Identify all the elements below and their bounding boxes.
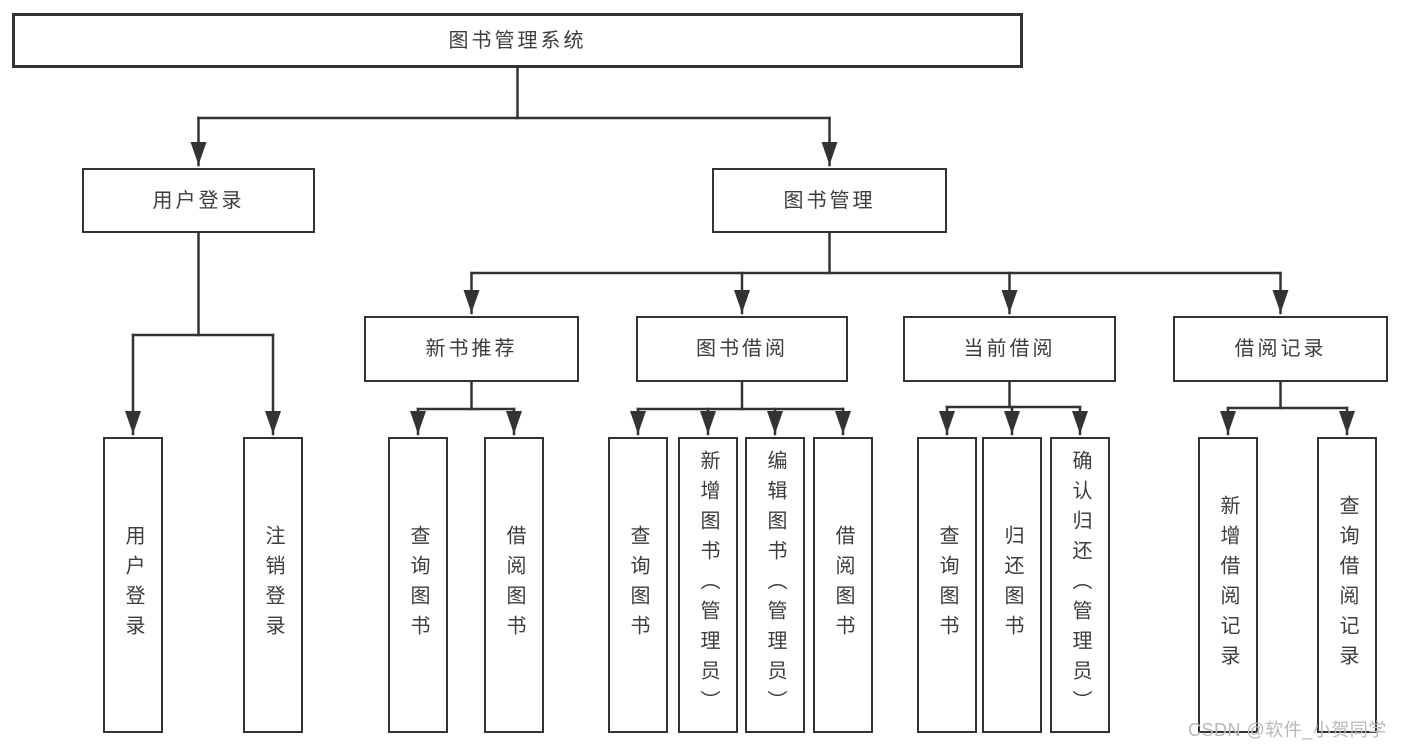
- node-book-borrowing: 图书借阅: [636, 316, 848, 382]
- node-label-leaf-borrow-books-1: 借阅图书: [503, 525, 525, 645]
- node-label-leaf-query-borrow-record: 查询借阅记录: [1336, 495, 1358, 675]
- node-label-leaf-query-books-2: 查询图书: [627, 525, 649, 645]
- node-leaf-query-borrow-record: 查询借阅记录: [1317, 437, 1377, 733]
- node-label-current-borrowing: 当前借阅: [963, 338, 1056, 360]
- node-label-leaf-borrow-books-2: 借阅图书: [832, 525, 854, 645]
- node-label-user-login: 用户登录: [152, 189, 245, 212]
- node-leaf-query-books-1: 查询图书: [388, 437, 448, 733]
- watermark: CSDN @软件_小贺同学: [1188, 720, 1387, 740]
- node-leaf-query-books-2: 查询图书: [608, 437, 668, 733]
- node-label-leaf-logout: 注销登录: [262, 525, 284, 645]
- node-root: 图书管理系统: [12, 13, 1023, 68]
- node-label-book-management: 图书管理: [783, 189, 876, 212]
- node-leaf-edit-book-admin: 编辑图书（管理员）: [745, 437, 805, 733]
- node-leaf-borrow-books-2: 借阅图书: [813, 437, 873, 733]
- node-current-borrowing: 当前借阅: [903, 316, 1116, 382]
- node-leaf-add-borrow-record: 新增借阅记录: [1198, 437, 1258, 733]
- node-leaf-add-book-admin: 新增图书（管理员）: [678, 437, 738, 733]
- node-new-book-recommend: 新书推荐: [364, 316, 579, 382]
- node-label-leaf-confirm-return-admin: 确认归还（管理员）: [1069, 450, 1091, 720]
- edges: [125, 66, 1355, 436]
- node-label-new-book-recommend: 新书推荐: [425, 338, 518, 360]
- node-user-login: 用户登录: [82, 168, 315, 233]
- node-leaf-logout: 注销登录: [243, 437, 303, 733]
- node-label-leaf-edit-book-admin: 编辑图书（管理员）: [764, 450, 786, 720]
- node-leaf-return-book: 归还图书: [982, 437, 1042, 733]
- node-borrow-records: 借阅记录: [1173, 316, 1388, 382]
- node-label-leaf-return-book: 归还图书: [1001, 525, 1023, 645]
- node-label-borrow-records: 借阅记录: [1234, 338, 1327, 360]
- node-label-leaf-user-login: 用户登录: [122, 525, 144, 645]
- node-leaf-confirm-return-admin: 确认归还（管理员）: [1050, 437, 1110, 733]
- node-label-leaf-add-book-admin: 新增图书（管理员）: [697, 450, 719, 720]
- node-label-leaf-add-borrow-record: 新增借阅记录: [1217, 495, 1239, 675]
- node-label-book-borrowing: 图书借阅: [696, 338, 788, 360]
- node-label-leaf-query-books-1: 查询图书: [407, 525, 429, 645]
- node-leaf-user-login: 用户登录: [103, 437, 163, 733]
- node-label-root: 图书管理系统: [448, 29, 587, 52]
- node-leaf-query-books-3: 查询图书: [917, 437, 977, 733]
- node-book-management: 图书管理: [712, 168, 947, 233]
- node-leaf-borrow-books-1: 借阅图书: [484, 437, 544, 733]
- node-label-leaf-query-books-3: 查询图书: [936, 525, 958, 645]
